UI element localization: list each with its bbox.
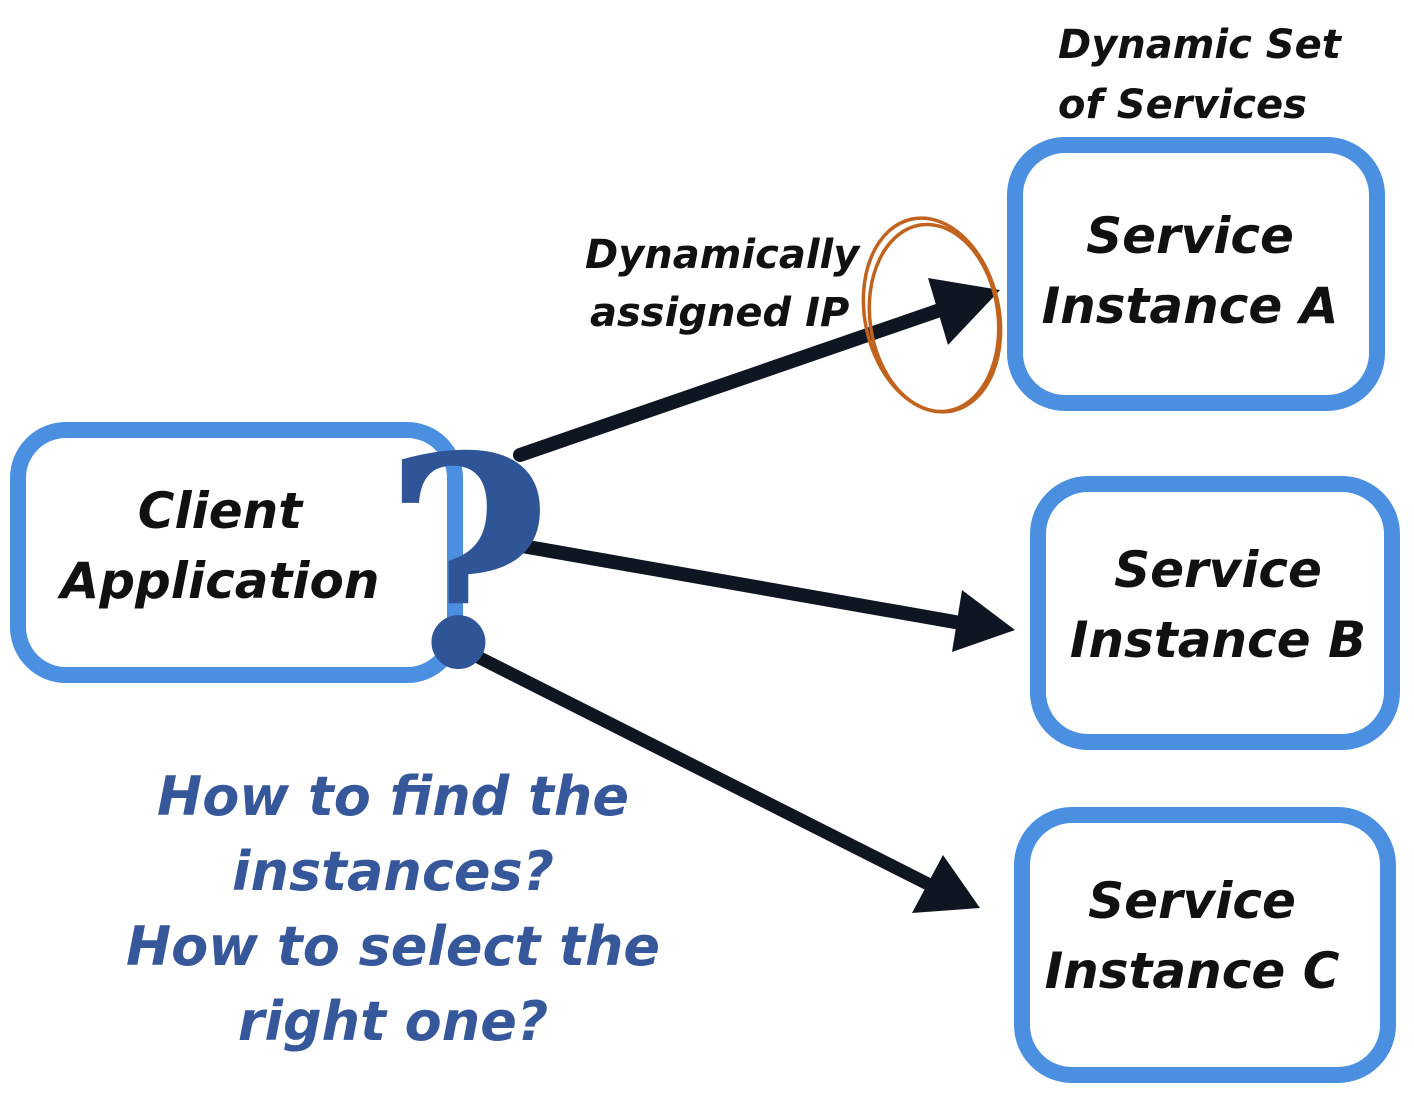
service-c-label-line2: Instance C xyxy=(1045,942,1340,1000)
services-header-line2: of Services xyxy=(1058,82,1307,128)
question-line4: right one? xyxy=(238,990,548,1053)
service-instance-b-box: Service Instance B xyxy=(1030,476,1400,750)
arrow-to-service-a xyxy=(513,278,1000,462)
arrows xyxy=(473,278,1015,913)
service-a-label-line2: Instance A xyxy=(1042,277,1339,335)
service-b-label-line1: Service xyxy=(1114,541,1322,599)
services-header-line1: Dynamic Set xyxy=(1058,22,1343,68)
client-label-line1: Client xyxy=(138,482,304,540)
service-instance-c-box: Service Instance C xyxy=(1014,807,1396,1083)
service-b-label-line2: Instance B xyxy=(1070,611,1366,669)
ip-note-line1: Dynamically xyxy=(585,232,861,278)
client-label-line2: Application xyxy=(57,552,380,610)
question-line3: How to select the xyxy=(126,915,660,978)
client-application-box: Client Application xyxy=(10,422,463,683)
ip-highlight-circle xyxy=(861,216,1003,414)
arrow-to-service-b xyxy=(498,536,1015,652)
service-c-label-line1: Service xyxy=(1088,872,1296,930)
ip-note-line2: assigned IP xyxy=(590,290,849,336)
question-line2: instances? xyxy=(232,840,554,903)
service-a-label-line1: Service xyxy=(1086,207,1294,265)
question-mark-icon: ? xyxy=(383,394,553,734)
discovery-questions: How to find the instances? How to select… xyxy=(126,765,660,1053)
question-line1: How to find the xyxy=(157,765,629,828)
service-instance-a-box: Service Instance A xyxy=(1007,137,1385,411)
arrow-to-service-c xyxy=(473,651,980,913)
